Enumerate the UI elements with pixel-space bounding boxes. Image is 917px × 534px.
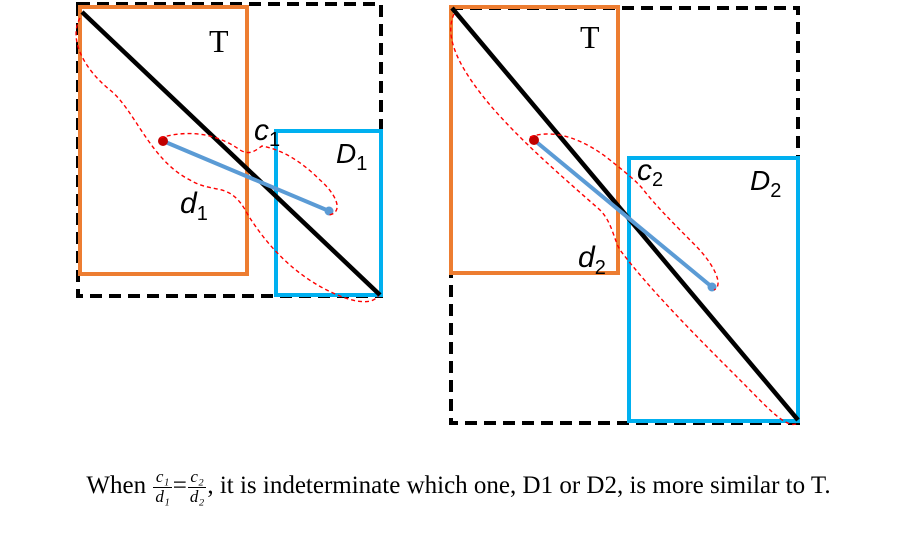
fraction-c2: c₂ [187,467,207,488]
candidate-center-point-1 [324,206,334,216]
d-label-2: d2 [578,241,606,279]
candidate-box-1 [274,129,383,297]
d-label-1: d1 [180,187,208,225]
center-distance-line-2 [532,138,714,289]
target-label-1: T [209,23,229,59]
caption-equals: = [172,471,187,499]
d-brace-1 [75,17,379,303]
c-brace-2 [529,133,719,291]
target-label-2: T [580,19,600,55]
fraction-c1: c₁ [153,467,172,488]
candidate-label-1: D1 [336,138,367,175]
candidate-box-2 [627,156,800,423]
fraction-d1: d₁ [155,486,170,506]
c-label-1: c1 [254,114,280,151]
caption-prefix: When [86,471,153,499]
d-brace-2 [450,13,797,426]
panel-2: T D2 c2 d2 [449,5,800,426]
c-label-2: c2 [637,154,663,191]
caption-suffix: , it is indeterminate which one, D1 or D… [207,471,831,499]
fraction-d2: d₂ [189,486,205,506]
c-brace-1 [159,132,338,216]
target-box-2 [449,5,620,275]
panel-1: T D1 c1 d1 [75,2,383,303]
diagonal-line-1 [80,10,382,297]
target-box-1 [78,5,249,276]
center-distance-line-1 [162,139,330,213]
target-center-point-2 [529,135,539,145]
candidate-label-2: D2 [750,165,781,202]
